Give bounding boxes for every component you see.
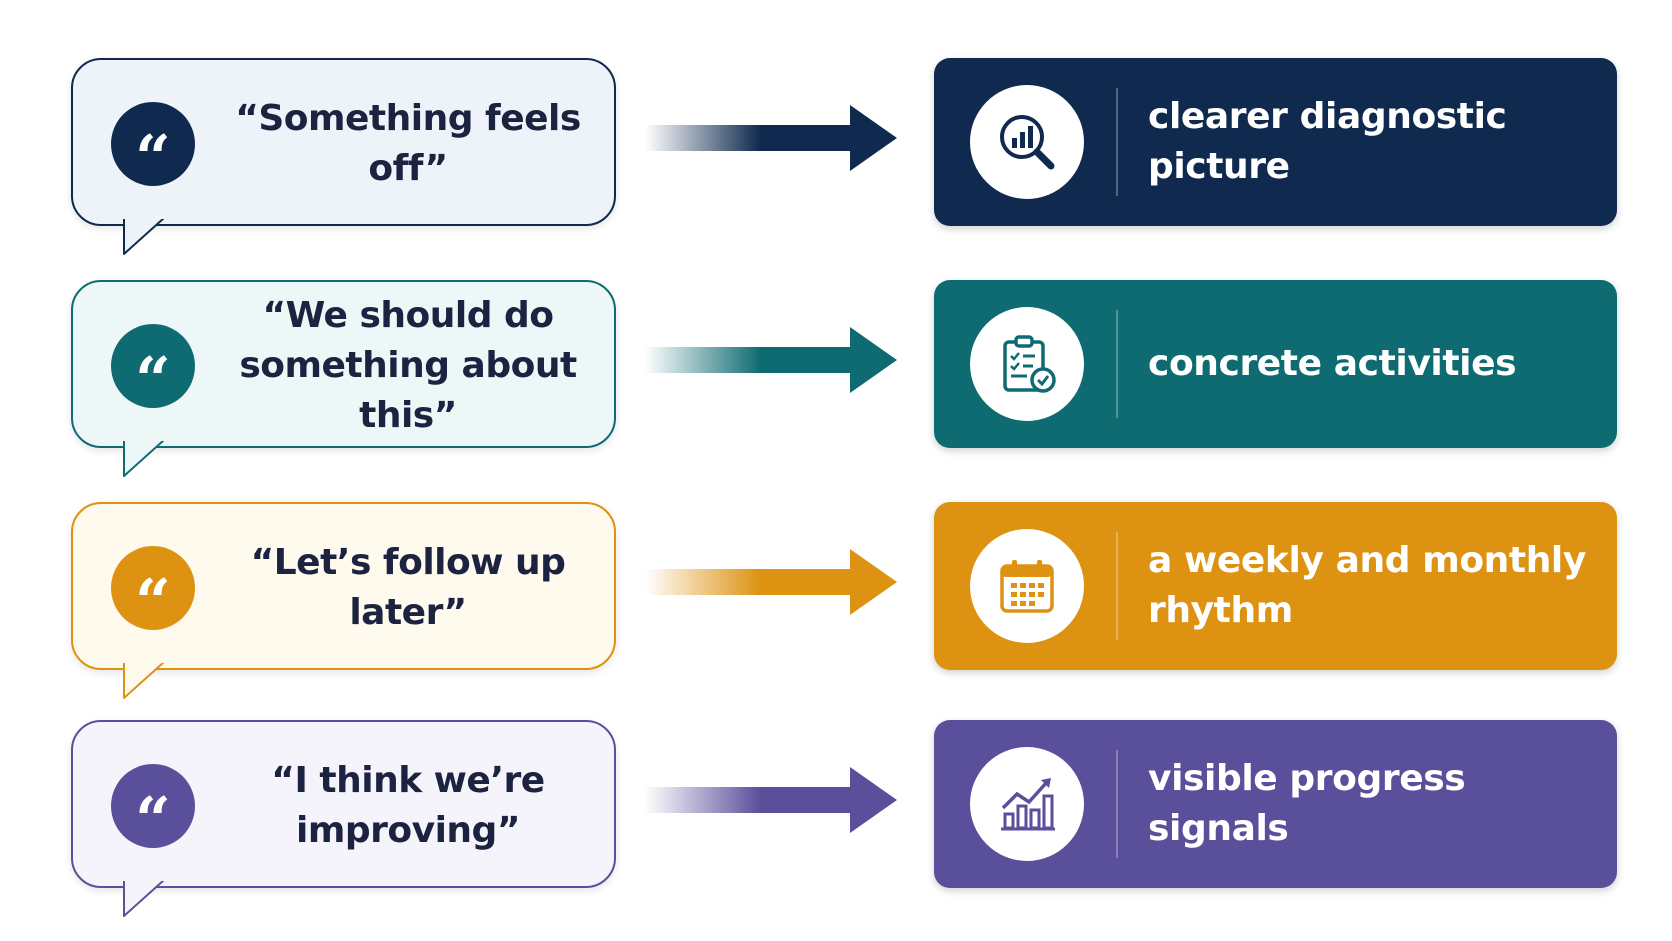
bubble-tail (123, 212, 169, 255)
right-arrow-icon (645, 549, 897, 615)
result-text: clearer diagnostic picture (1148, 96, 1507, 187)
rising-chart-icon (970, 747, 1084, 861)
clipboard-checklist-icon (970, 307, 1084, 421)
quote-bubble: “ “We should do something about this” (71, 280, 616, 448)
row-diagnostic: “ “Something feels off” clearer diagnost… (0, 58, 1672, 255)
quote-text: “I think we’re improving” (271, 760, 545, 851)
quote-bubble: “ “Something feels off” (71, 58, 616, 226)
bubble-tail (123, 874, 169, 917)
right-arrow-icon (645, 105, 897, 171)
card-divider (1116, 310, 1118, 418)
quote-text: “Let’s follow up later” (250, 542, 566, 633)
quote-icon: “ (111, 546, 195, 638)
right-arrow-icon (645, 767, 897, 833)
bubble-tail (123, 434, 169, 477)
bubble-tail (123, 656, 169, 699)
row-rhythm: “ “Let’s follow up later” a weekly and m… (0, 502, 1672, 699)
quote-icon: “ (111, 102, 195, 194)
quote-bubble: “ “Let’s follow up later” (71, 502, 616, 670)
row-progress: “ “I think we’re improving” visible prog… (0, 720, 1672, 917)
quote-bubble: “ “I think we’re improving” (71, 720, 616, 888)
result-text: visible progress signals (1148, 758, 1466, 849)
quote-text: “Something feels off” (235, 98, 581, 189)
magnifier-chart-icon (970, 85, 1084, 199)
result-card: visible progress signals (934, 720, 1617, 888)
card-divider (1116, 88, 1118, 196)
calendar-icon (970, 529, 1084, 643)
result-text: concrete activities (1148, 343, 1517, 384)
result-card: a weekly and monthly rhythm (934, 502, 1617, 670)
card-divider (1116, 750, 1118, 858)
right-arrow-icon (645, 327, 897, 393)
quote-icon: “ (111, 324, 195, 416)
result-card: clearer diagnostic picture (934, 58, 1617, 226)
quote-text: “We should do something about this” (239, 295, 577, 436)
card-divider (1116, 532, 1118, 640)
quote-icon: “ (111, 764, 195, 856)
result-text: a weekly and monthly rhythm (1148, 540, 1586, 631)
result-card: concrete activities (934, 280, 1617, 448)
row-activities: “ “We should do something about this” co… (0, 280, 1672, 477)
